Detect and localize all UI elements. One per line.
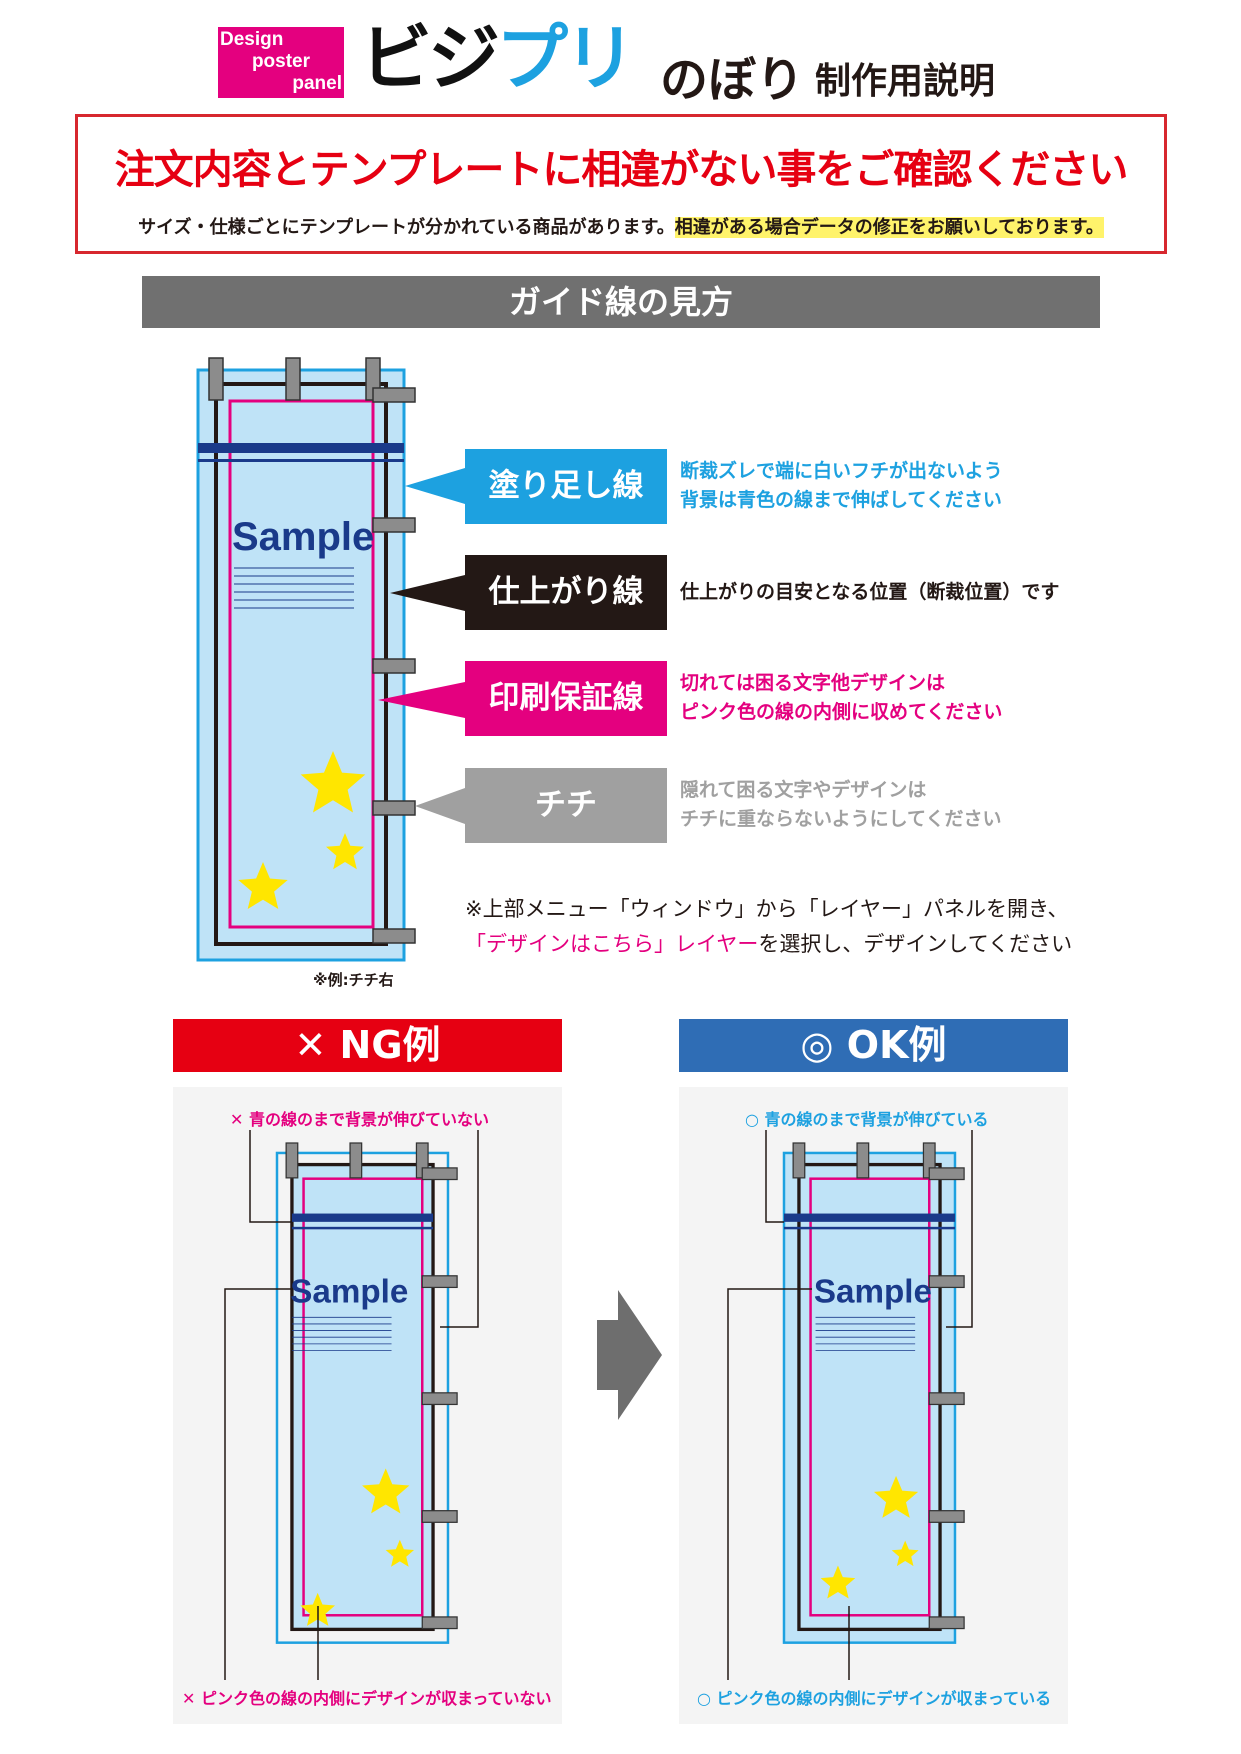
banner-background	[198, 370, 404, 960]
example-note: ※例:チチ右	[313, 971, 394, 989]
star-icon	[891, 1540, 919, 1567]
chichi-loop	[928, 1167, 965, 1181]
callout-safe-line: 印刷保証線	[465, 661, 667, 736]
logo-bizipuri: ビジプリ	[360, 16, 636, 100]
chichi-loop	[372, 800, 416, 816]
chichi-loop	[928, 1616, 965, 1630]
desc-line: 断裁ズレで端に白いフチが出ないよう	[680, 460, 1003, 482]
leader-line	[946, 1130, 973, 1328]
chichi-loop	[421, 1510, 458, 1523]
pole-tab	[285, 357, 301, 401]
desc-line: 隠れて困る文字やデザインは	[680, 779, 927, 801]
note-pink: 「デザインはこちら」レイヤー	[465, 932, 759, 956]
pole-tab	[285, 1142, 299, 1179]
banner-background	[291, 1164, 434, 1630]
chichi-loop	[928, 1392, 965, 1406]
ng-bottom-label: ✕ ピンク色の線の内側にデザインが収まっていない	[182, 1689, 552, 1708]
chichi-loop	[928, 1510, 965, 1523]
desc-line: ピンク色の線の内側に収めてください	[680, 701, 1003, 723]
chichi-description: 隠れて困る文字やデザインはチチに重ならないようにしてください	[680, 776, 1001, 834]
ok-top-label: ○ 青の線のまで背景が伸びている	[745, 1110, 989, 1129]
callout-pointer	[415, 788, 465, 824]
leader-line	[727, 1288, 812, 1680]
desc-line: 切れては困る文字他デザインは	[680, 672, 946, 694]
desc-line: チチに重ならないようにしてください	[680, 808, 1002, 830]
stripe	[291, 1226, 434, 1230]
ok-bottom-label: ○ ピンク色の線の内側にデザインが収まっている	[697, 1689, 1052, 1708]
sample-text: Sample	[290, 1273, 408, 1310]
layer-note: ※上部メニュー「ウィンドウ」から「レイヤー」パネルを開き、 「デザインはこちら」…	[465, 892, 1072, 962]
callout-bleed-line: 塗り足し線	[465, 449, 667, 524]
chichi-loop	[372, 517, 416, 533]
banner: Sample	[782, 1142, 965, 1644]
stripe	[784, 1213, 955, 1222]
ok-heading: ◎ OK例	[679, 1019, 1068, 1072]
callout-pointer	[405, 468, 465, 504]
notice-text-main: サイズ・仕様ごとにテンプレートが分かれている商品があります。	[138, 217, 675, 238]
notice-highlight: 相違がある場合データの修正をお願いしております。	[674, 217, 1104, 238]
ng-top-label: ✕ 青の線のまで背景が伸びていない	[230, 1110, 489, 1129]
logo-design-poster-panel: Design poster panel	[218, 27, 344, 98]
callout-trim-line: 仕上がり線	[465, 555, 667, 630]
bleed-description: 断裁ズレで端に白いフチが出ないよう背景は青色の線まで伸ばしてください	[680, 457, 1003, 515]
logo-line: poster	[251, 51, 311, 72]
pole-tab	[349, 1142, 363, 1179]
page-subtitle: 制作用説明	[815, 61, 996, 102]
banner-background	[784, 1152, 955, 1643]
star-icon	[238, 862, 288, 909]
notice-title: 注文内容とテンプレートに相違がない事をご確認ください	[114, 147, 1129, 193]
pole-tab	[856, 1142, 870, 1179]
logo-text-b: プリ	[496, 16, 636, 100]
note-rest: を選択し、デザインしてください	[758, 932, 1073, 956]
chichi-loop	[372, 928, 416, 944]
notice-text: サイズ・仕様ごとにテンプレートが分かれている商品があります。相違がある場合データ…	[78, 213, 1164, 239]
stripe	[198, 459, 404, 462]
chichi-loop	[421, 1616, 458, 1630]
note-line-2: 「デザインはこちら」レイヤーを選択し、デザインしてください	[465, 927, 1072, 962]
leader-line	[765, 1130, 784, 1223]
star-icon	[300, 751, 366, 813]
logo-line: panel	[292, 73, 342, 94]
note-line-1: ※上部メニュー「ウィンドウ」から「レイヤー」パネルを開き、	[465, 897, 1069, 921]
star-icon	[362, 1468, 410, 1514]
leader-line	[440, 1130, 479, 1328]
chichi-loop	[421, 1275, 458, 1289]
arrow-right-icon	[597, 1290, 662, 1420]
callout-pointer	[378, 682, 465, 718]
star-icon	[326, 833, 364, 870]
chichi-loop	[372, 387, 416, 403]
ng-heading: ✕ NG例	[173, 1019, 562, 1072]
chichi-loop	[421, 1392, 458, 1406]
logo-text-a: ビジ	[360, 16, 500, 100]
callout-chichi: チチ	[465, 768, 667, 843]
banner: Sample	[196, 357, 416, 962]
chichi-loop	[372, 658, 416, 674]
chichi-loop	[421, 1167, 458, 1181]
leader-line	[224, 1288, 293, 1680]
stripe	[198, 443, 404, 453]
stripe	[291, 1213, 434, 1222]
callout-pointer	[390, 575, 465, 611]
desc-line: 背景は青色の線まで伸ばしてください	[680, 489, 1002, 511]
page-title: のぼり	[660, 52, 805, 108]
logo-line: Design	[220, 29, 284, 50]
safe-description: 切れては困る文字他デザインはピンク色の線の内側に収めてください	[680, 669, 1002, 727]
star-icon	[820, 1565, 856, 1599]
pole-tab	[208, 357, 224, 401]
notice-box: 注文内容とテンプレートに相違がない事をご確認ください サイズ・仕様ごとにテンプレ…	[75, 114, 1167, 254]
pole-tab	[792, 1142, 806, 1179]
chichi-loop	[928, 1275, 965, 1289]
sample-text: Sample	[232, 515, 374, 559]
guide-heading: ガイド線の見方	[142, 276, 1100, 328]
trim-description: 仕上がりの目安となる位置（断裁位置）です	[680, 578, 1059, 607]
star-icon	[873, 1475, 919, 1518]
star-icon	[385, 1539, 415, 1567]
leader-line	[249, 1130, 292, 1223]
desc-line: 仕上がりの目安となる位置（断裁位置）です	[680, 581, 1060, 603]
banner: Sample	[275, 1142, 458, 1644]
stripe	[784, 1226, 955, 1230]
sample-text: Sample	[814, 1273, 932, 1310]
